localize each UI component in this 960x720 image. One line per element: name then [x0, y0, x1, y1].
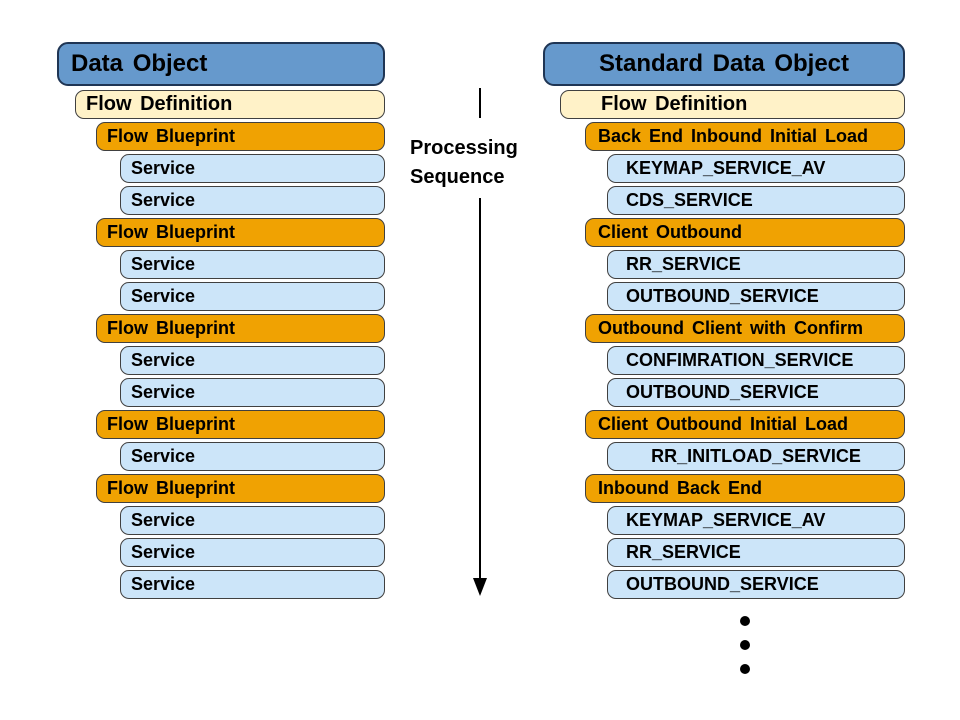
service-row: Service [120, 378, 385, 407]
sequence-line-top-segment [479, 88, 481, 118]
blueprint-row: Flow Blueprint [96, 410, 385, 439]
service-row: Service [120, 538, 385, 567]
service-row: CONFIMRATION_SERVICE [607, 346, 905, 375]
blueprint-row: Client Outbound [585, 218, 905, 247]
service-row: Service [120, 186, 385, 215]
blueprint-row: Client Outbound Initial Load [585, 410, 905, 439]
blueprint-row: Back End Inbound Initial Load [585, 122, 905, 151]
service-row: OUTBOUND_SERVICE [607, 378, 905, 407]
blueprint-row: Flow Blueprint [96, 122, 385, 151]
definition-row: Flow Definition [560, 90, 905, 119]
processing-sequence-label: Processing Sequence [410, 137, 518, 188]
definition-row: Flow Definition [75, 90, 385, 119]
service-row: Service [120, 346, 385, 375]
ellipsis-dot [740, 640, 750, 650]
service-row: RR_SERVICE [607, 538, 905, 567]
sequence-line-bottom-segment [479, 198, 481, 578]
service-row: Service [120, 154, 385, 183]
service-row: KEYMAP_SERVICE_AV [607, 154, 905, 183]
service-row: Service [120, 250, 385, 279]
service-row: Service [120, 442, 385, 471]
ellipsis-dot [740, 664, 750, 674]
column-header: Standard Data Object [543, 42, 905, 86]
service-row: OUTBOUND_SERVICE [607, 570, 905, 599]
service-row: OUTBOUND_SERVICE [607, 282, 905, 311]
blueprint-row: Flow Blueprint [96, 314, 385, 343]
service-row: CDS_SERVICE [607, 186, 905, 215]
service-row: KEYMAP_SERVICE_AV [607, 506, 905, 535]
blueprint-row: Flow Blueprint [96, 474, 385, 503]
down-arrowhead-icon [473, 578, 487, 596]
blueprint-row: Inbound Back End [585, 474, 905, 503]
service-row: RR_SERVICE [607, 250, 905, 279]
blueprint-row: Outbound Client with Confirm [585, 314, 905, 343]
blueprint-row: Flow Blueprint [96, 218, 385, 247]
service-row: RR_INITLOAD_SERVICE [607, 442, 905, 471]
service-row: Service [120, 282, 385, 311]
service-row: Service [120, 506, 385, 535]
service-row: Service [120, 570, 385, 599]
column-header: Data Object [57, 42, 385, 86]
ellipsis-dot [740, 616, 750, 626]
